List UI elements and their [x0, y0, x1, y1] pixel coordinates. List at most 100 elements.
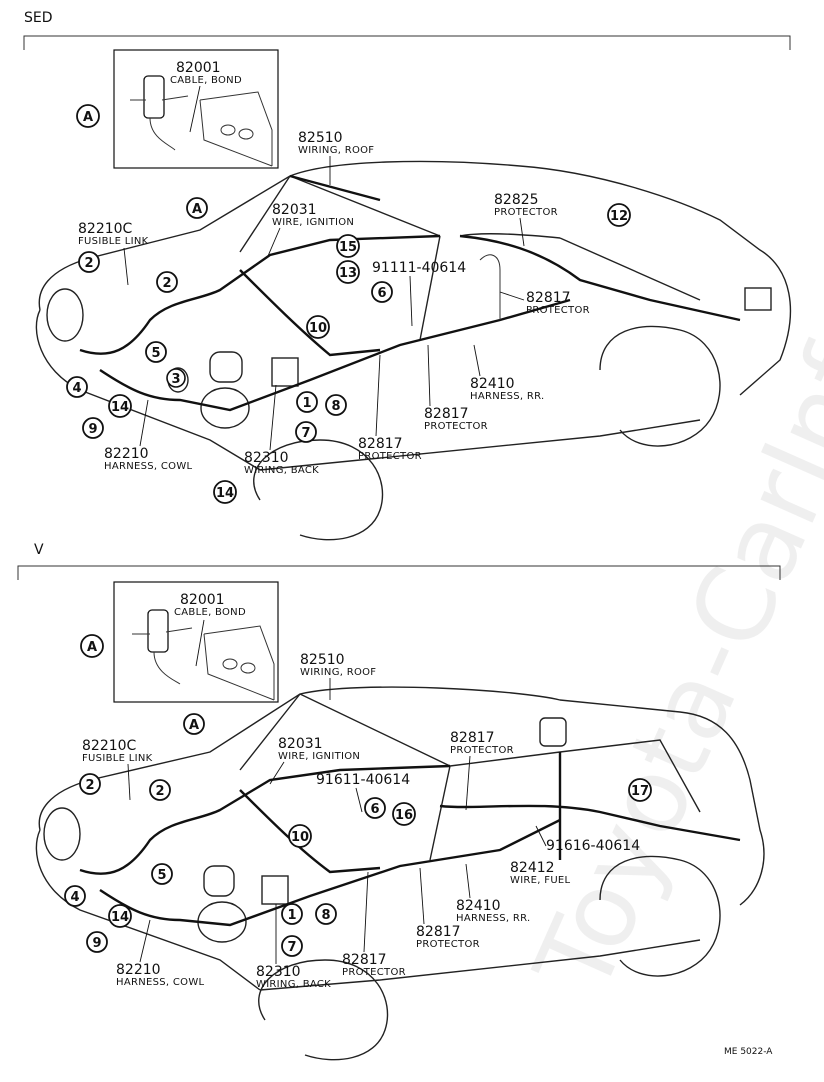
svg-text:15: 15 [339, 240, 357, 255]
callout: 7 [295, 421, 317, 443]
svg-text:2: 2 [85, 778, 94, 793]
label-protector-top-name: PROTECTOR [450, 745, 514, 756]
label-cowl-name: HARNESS, COWL [116, 977, 205, 988]
callout: A [183, 713, 205, 735]
svg-text:7: 7 [287, 940, 296, 955]
label-ignition-name: WIRE, IGNITION [278, 751, 360, 762]
svg-text:10: 10 [291, 830, 309, 845]
label-fuel-name: WIRE, FUEL [510, 875, 571, 886]
svg-text:4: 4 [72, 381, 81, 396]
svg-text:4: 4 [70, 890, 79, 905]
callout: 16 [392, 802, 416, 826]
inset-frame [113, 581, 279, 703]
svg-text:2: 2 [155, 784, 164, 799]
callout: 2 [149, 779, 171, 801]
label-harness-rr-name: HARNESS, RR. [456, 913, 530, 924]
svg-text:14: 14 [111, 910, 129, 925]
section-title: SED [24, 10, 53, 26]
svg-text:3: 3 [171, 372, 180, 387]
callout: 1 [281, 903, 303, 925]
label-cowl-name: HARNESS, COWL [104, 461, 193, 472]
section-bracket [17, 565, 781, 580]
label-harness-rr-num: 82410 [456, 898, 501, 914]
car-illustration [35, 160, 792, 541]
svg-text:1: 1 [287, 908, 296, 923]
detail-inset: A 82001 CABLE, BOND [76, 49, 279, 169]
svg-text:8: 8 [321, 908, 330, 923]
callout: 4 [64, 885, 86, 907]
figure-code: ME 5022-A [724, 1047, 773, 1057]
label-protector-mid-name: PROTECTOR [526, 305, 590, 316]
callout-label: A [83, 110, 93, 125]
svg-text:A: A [192, 202, 202, 217]
svg-text:2: 2 [162, 276, 171, 291]
svg-text:14: 14 [216, 486, 234, 501]
callout: 8 [315, 903, 337, 925]
callout-circle [76, 104, 100, 128]
svg-text:5: 5 [157, 868, 166, 883]
label-protector-top-num: 82825 [494, 192, 539, 208]
callout: 5 [145, 341, 167, 363]
svg-text:14: 14 [111, 400, 129, 415]
callout: 2 [79, 773, 101, 795]
svg-text:9: 9 [88, 422, 97, 437]
callout: 14 [108, 394, 132, 418]
label-protector-low-name: PROTECTOR [416, 939, 480, 950]
svg-text:5: 5 [151, 346, 160, 361]
svg-text:17: 17 [631, 784, 649, 799]
label-protector-top-name: PROTECTOR [494, 207, 558, 218]
svg-text:A: A [189, 718, 199, 733]
svg-text:6: 6 [370, 802, 379, 817]
svg-text:16: 16 [395, 808, 413, 823]
callout: A [186, 197, 208, 219]
inset-frame [113, 49, 279, 169]
coil-illustration [147, 609, 169, 653]
label-ignition-num: 82031 [278, 736, 323, 752]
label-protector-bot-num: 82817 [358, 436, 403, 452]
label-fusible-name: FUSIBLE LINK [82, 753, 153, 764]
label-harness-rr-num: 82410 [470, 376, 515, 392]
part-number: 82001 [180, 592, 225, 608]
section-bracket [23, 35, 791, 50]
label-back-num: 82310 [244, 450, 289, 466]
callout: 12 [607, 203, 631, 227]
svg-text:12: 12 [610, 209, 628, 224]
svg-text:9: 9 [92, 936, 101, 951]
label-protector-mid-num: 82817 [526, 290, 571, 306]
label-back-name: WIRING, BACK [256, 979, 331, 990]
callout: 17 [628, 778, 652, 802]
callout: 15 [336, 234, 360, 258]
svg-text:6: 6 [377, 286, 386, 301]
label-roof-num: 82510 [300, 652, 345, 668]
label-protector-bot-name: PROTECTOR [342, 967, 406, 978]
svg-text:10: 10 [309, 321, 327, 336]
label-fusible-num: 82210C [82, 738, 137, 754]
part-labels: 82510 WIRING, ROOF 82210C FUSIBLE LINK 8… [78, 130, 590, 476]
part-labels: 82510 WIRING, ROOF 82210C FUSIBLE LINK 8… [82, 652, 640, 990]
callout: 5 [151, 863, 173, 885]
detail-inset: A 82001 CABLE, BOND [80, 581, 279, 703]
callout: 6 [371, 281, 393, 303]
car-illustration [35, 686, 765, 1061]
wiring-harness [79, 752, 741, 927]
label-roof-num: 82510 [298, 130, 343, 146]
label-harness-rr-name: HARNESS, RR. [470, 391, 544, 402]
callout: 8 [325, 394, 347, 416]
callout: 7 [281, 935, 303, 957]
callout: 10 [288, 824, 312, 848]
part-name: CABLE, BOND [174, 607, 246, 618]
label-protector-low-name: PROTECTOR [424, 421, 488, 432]
label-back-num: 82310 [256, 964, 301, 980]
label-ignition-name: WIRE, IGNITION [272, 217, 354, 228]
wiring-harness [79, 174, 741, 412]
label-clip2-num: 91616-40614 [546, 838, 640, 854]
part-name: CABLE, BOND [170, 75, 242, 86]
callout: 2 [78, 251, 100, 273]
part-number: 82001 [176, 60, 221, 76]
label-protector-bot-num: 82817 [342, 952, 387, 968]
coil-illustration [143, 75, 165, 119]
label-cowl-num: 82210 [104, 446, 149, 462]
label-protector-top-num: 82817 [450, 730, 495, 746]
callouts: A 2 2 6 16 10 17 5 4 14 9 1 8 7 [64, 713, 652, 957]
